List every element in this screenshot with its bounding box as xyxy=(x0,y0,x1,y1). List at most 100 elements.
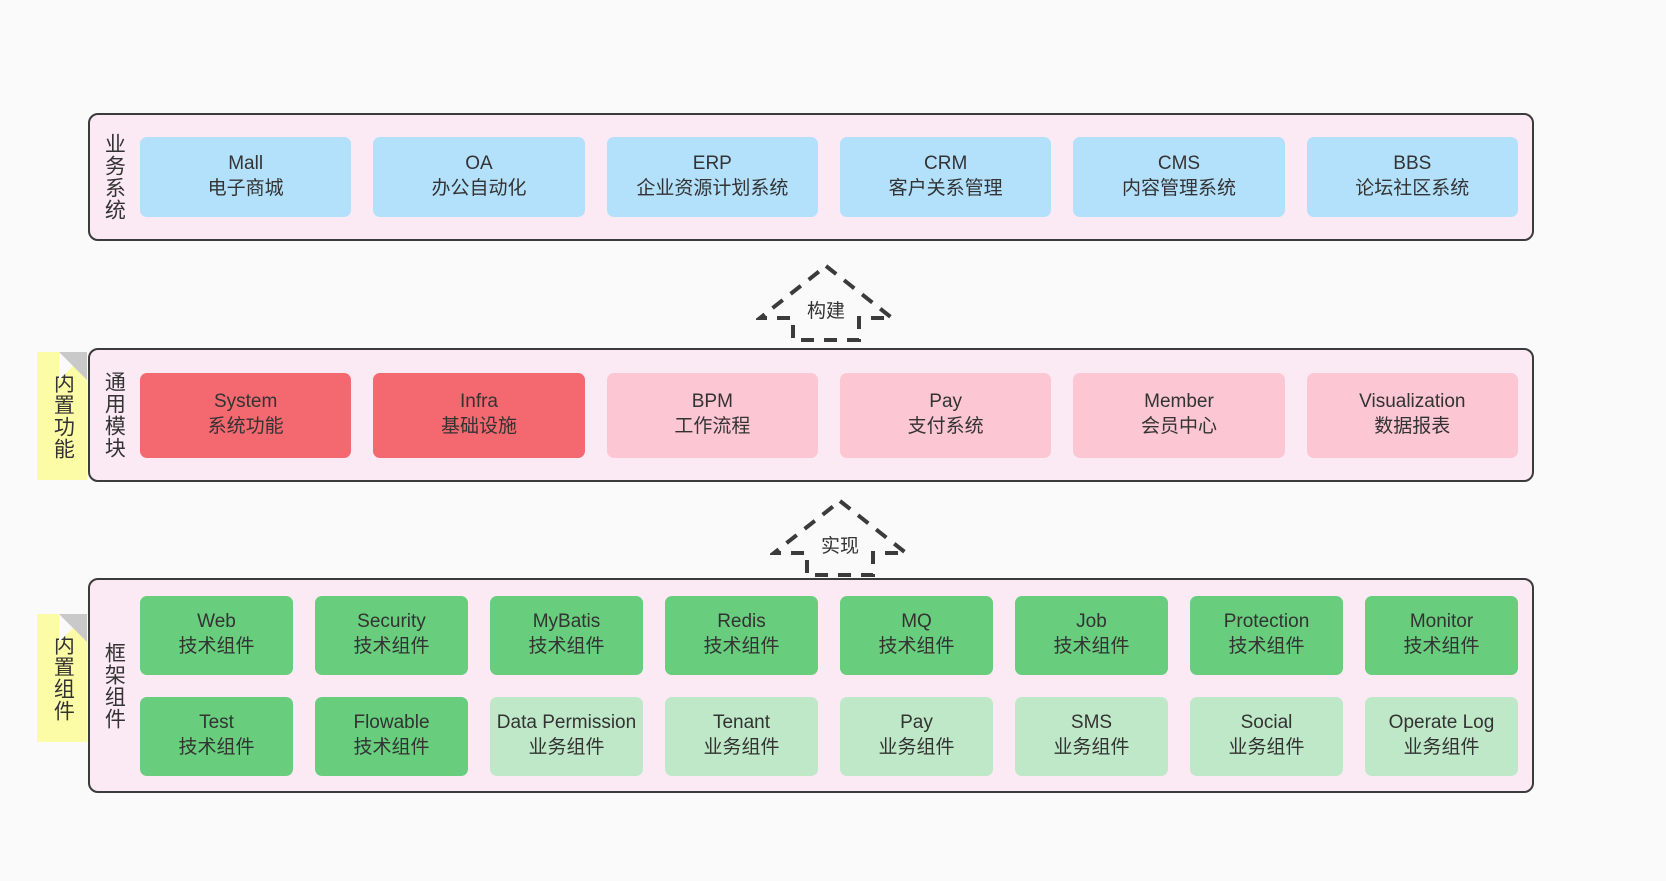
card-title: Monitor xyxy=(1409,611,1474,633)
layer-common-module[interactable]: 通用模块 System 系统功能 Infra 基础设施 BPM 工作流程 Pay… xyxy=(88,348,1534,482)
card-subtitle: 论坛社区系统 xyxy=(1355,178,1470,199)
card-title: Test xyxy=(199,712,234,734)
card-title: Tenant xyxy=(712,712,771,734)
card-title: Pay xyxy=(900,712,933,734)
card-title: CMS xyxy=(1157,153,1201,175)
card-row: Test 技术组件 Flowable 技术组件 Data Permission … xyxy=(140,696,1518,776)
connector-build-arrow: 构建 xyxy=(756,262,896,344)
card-subtitle: 技术组件 xyxy=(1228,636,1305,657)
card-subtitle: 业务组件 xyxy=(1403,737,1480,758)
card-system[interactable]: System 系统功能 xyxy=(140,372,352,458)
card-sms[interactable]: SMS 业务组件 xyxy=(1015,696,1168,776)
card-mq[interactable]: MQ 技术组件 xyxy=(840,595,993,675)
card-title: Redis xyxy=(717,611,766,633)
card-bpm[interactable]: BPM 工作流程 xyxy=(606,372,818,458)
card-title: Operate Log xyxy=(1388,712,1495,734)
layer-business-system[interactable]: 业务系统 Mall 电子商城 OA 办公自动化 ERP 企业资源计划系统 CRM… xyxy=(88,113,1534,241)
layer-body-common-module: System 系统功能 Infra 基础设施 BPM 工作流程 Pay 支付系统… xyxy=(136,350,1532,480)
layer-framework-component[interactable]: 框架组件 Web 技术组件 Security 技术组件 MyBatis 技术组件… xyxy=(88,578,1534,793)
card-title: Web xyxy=(197,611,236,633)
card-subtitle: 业务组件 xyxy=(528,737,605,758)
note-fold-corner-icon xyxy=(59,614,87,642)
card-member[interactable]: Member 会员中心 xyxy=(1073,372,1285,458)
card-row: Mall 电子商城 OA 办公自动化 ERP 企业资源计划系统 CRM 客户关系… xyxy=(140,137,1518,217)
card-social[interactable]: Social 业务组件 xyxy=(1190,696,1343,776)
card-title: BBS xyxy=(1393,153,1432,175)
card-crm[interactable]: CRM 客户关系管理 xyxy=(839,137,1052,217)
card-subtitle: 业务组件 xyxy=(1228,737,1305,758)
card-oa[interactable]: OA 办公自动化 xyxy=(373,137,585,217)
card-web[interactable]: Web 技术组件 xyxy=(140,595,293,675)
card-erp[interactable]: ERP 企业资源计划系统 xyxy=(606,137,818,217)
card-title: Security xyxy=(357,611,426,633)
card-bbs[interactable]: BBS 论坛社区系统 xyxy=(1306,137,1518,217)
layer-title-framework-component: 框架组件 xyxy=(102,641,126,730)
card-subtitle: 技术组件 xyxy=(178,636,255,657)
card-title: Mall xyxy=(228,153,264,175)
card-subtitle: 会员中心 xyxy=(1140,416,1217,437)
card-mall[interactable]: Mall 电子商城 xyxy=(140,137,352,217)
card-title: CRM xyxy=(924,153,968,175)
card-row: Web 技术组件 Security 技术组件 MyBatis 技术组件 Redi… xyxy=(140,595,1518,675)
card-subtitle: 业务组件 xyxy=(703,737,780,758)
card-title: System xyxy=(213,391,278,413)
card-subtitle: 技术组件 xyxy=(528,636,605,657)
card-flowable[interactable]: Flowable 技术组件 xyxy=(315,696,468,776)
note-fold-corner-icon xyxy=(59,352,87,380)
card-subtitle: 办公自动化 xyxy=(431,178,527,199)
connector-implement-label: 实现 xyxy=(820,536,859,557)
card-redis[interactable]: Redis 技术组件 xyxy=(665,595,818,675)
card-visualization[interactable]: Visualization 数据报表 xyxy=(1306,372,1518,458)
card-subtitle: 电子商城 xyxy=(207,178,284,199)
card-data-permission[interactable]: Data Permission 业务组件 xyxy=(490,696,643,776)
card-title: SMS xyxy=(1070,712,1113,734)
card-operate-log[interactable]: Operate Log 业务组件 xyxy=(1365,696,1518,776)
note-builtin-component[interactable]: 内置组件 xyxy=(37,614,87,742)
card-subtitle: 技术组件 xyxy=(703,636,780,657)
card-subtitle: 技术组件 xyxy=(353,737,430,758)
card-subtitle: 技术组件 xyxy=(1403,636,1480,657)
layer-body-framework-component: Web 技术组件 Security 技术组件 MyBatis 技术组件 Redi… xyxy=(136,580,1532,791)
card-title: Social xyxy=(1240,712,1293,734)
card-title: ERP xyxy=(692,153,732,175)
card-infra[interactable]: Infra 基础设施 xyxy=(373,372,585,458)
layer-title-business-system: 业务系统 xyxy=(102,133,126,221)
card-test[interactable]: Test 技术组件 xyxy=(140,696,293,776)
card-cms[interactable]: CMS 内容管理系统 xyxy=(1073,137,1285,217)
card-job[interactable]: Job 技术组件 xyxy=(1015,595,1168,675)
card-security[interactable]: Security 技术组件 xyxy=(315,595,468,675)
card-subtitle: 系统功能 xyxy=(207,416,284,437)
card-subtitle: 技术组件 xyxy=(178,737,255,758)
card-title: MyBatis xyxy=(532,611,601,633)
card-subtitle: 工作流程 xyxy=(674,416,751,437)
card-title: Job xyxy=(1076,611,1107,633)
card-pay[interactable]: Pay 支付系统 xyxy=(839,372,1052,458)
card-subtitle: 基础设施 xyxy=(440,416,517,437)
card-subtitle: 技术组件 xyxy=(878,636,955,657)
card-subtitle: 数据报表 xyxy=(1374,416,1451,437)
card-subtitle: 业务组件 xyxy=(878,737,955,758)
card-subtitle: 内容管理系统 xyxy=(1121,178,1236,199)
card-title: Infra xyxy=(459,391,498,413)
card-subtitle: 技术组件 xyxy=(353,636,430,657)
card-subtitle: 技术组件 xyxy=(1053,636,1130,657)
card-tenant[interactable]: Tenant 业务组件 xyxy=(665,696,818,776)
card-title: OA xyxy=(465,153,493,175)
card-subtitle: 业务组件 xyxy=(1053,737,1130,758)
note-builtin-function[interactable]: 内置功能 xyxy=(37,352,87,480)
layer-body-business-system: Mall 电子商城 OA 办公自动化 ERP 企业资源计划系统 CRM 客户关系… xyxy=(136,115,1532,239)
card-title: BPM xyxy=(691,391,733,413)
card-monitor[interactable]: Monitor 技术组件 xyxy=(1365,595,1518,675)
connector-implement-arrow: 实现 xyxy=(770,497,910,579)
card-pay-component[interactable]: Pay 业务组件 xyxy=(840,696,993,776)
card-title: Protection xyxy=(1223,611,1310,633)
card-title: Member xyxy=(1144,391,1214,413)
card-subtitle: 支付系统 xyxy=(907,416,984,437)
card-mybatis[interactable]: MyBatis 技术组件 xyxy=(490,595,643,675)
card-title: Visualization xyxy=(1359,391,1466,413)
note-label: 内置功能 xyxy=(51,372,75,460)
card-title: MQ xyxy=(901,611,932,633)
card-protection[interactable]: Protection 技术组件 xyxy=(1190,595,1343,675)
note-label: 内置组件 xyxy=(51,634,75,722)
